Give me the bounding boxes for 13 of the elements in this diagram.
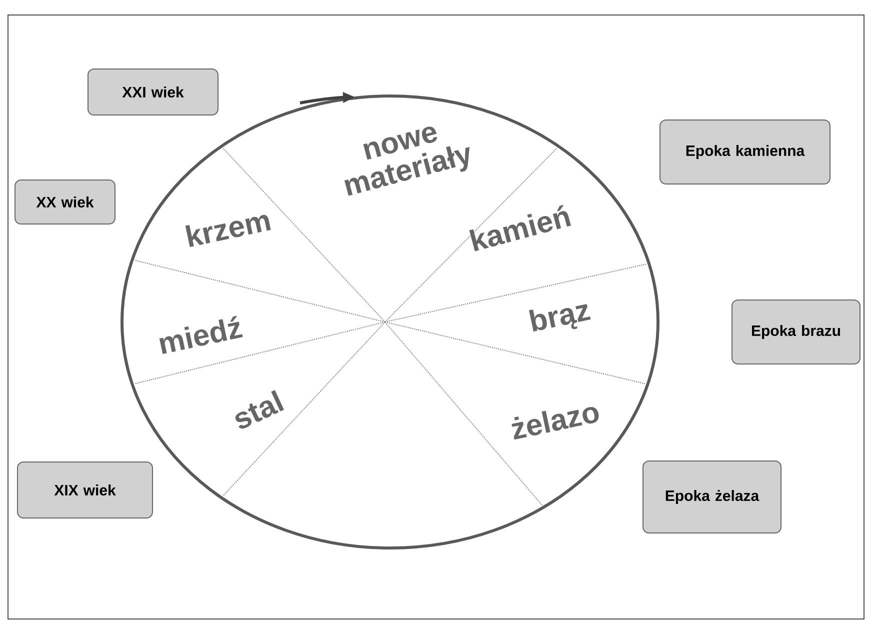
word: stal	[235, 390, 284, 429]
label-box: XIX wiek	[17, 462, 153, 518]
word: żelazo	[512, 406, 599, 440]
word: kamień	[469, 204, 571, 252]
label-box: Epoka żelaza	[642, 460, 782, 534]
word: brąz	[529, 304, 591, 332]
label-box: Epoka brazu	[732, 300, 860, 364]
label-box: Epoka kamienna	[660, 120, 830, 184]
word: krzem	[185, 214, 271, 248]
word: miedź	[159, 316, 243, 354]
label-box: XXI wiek	[88, 68, 218, 116]
word: nowe materiały	[344, 126, 470, 196]
label-box: XX wiek	[14, 180, 116, 224]
